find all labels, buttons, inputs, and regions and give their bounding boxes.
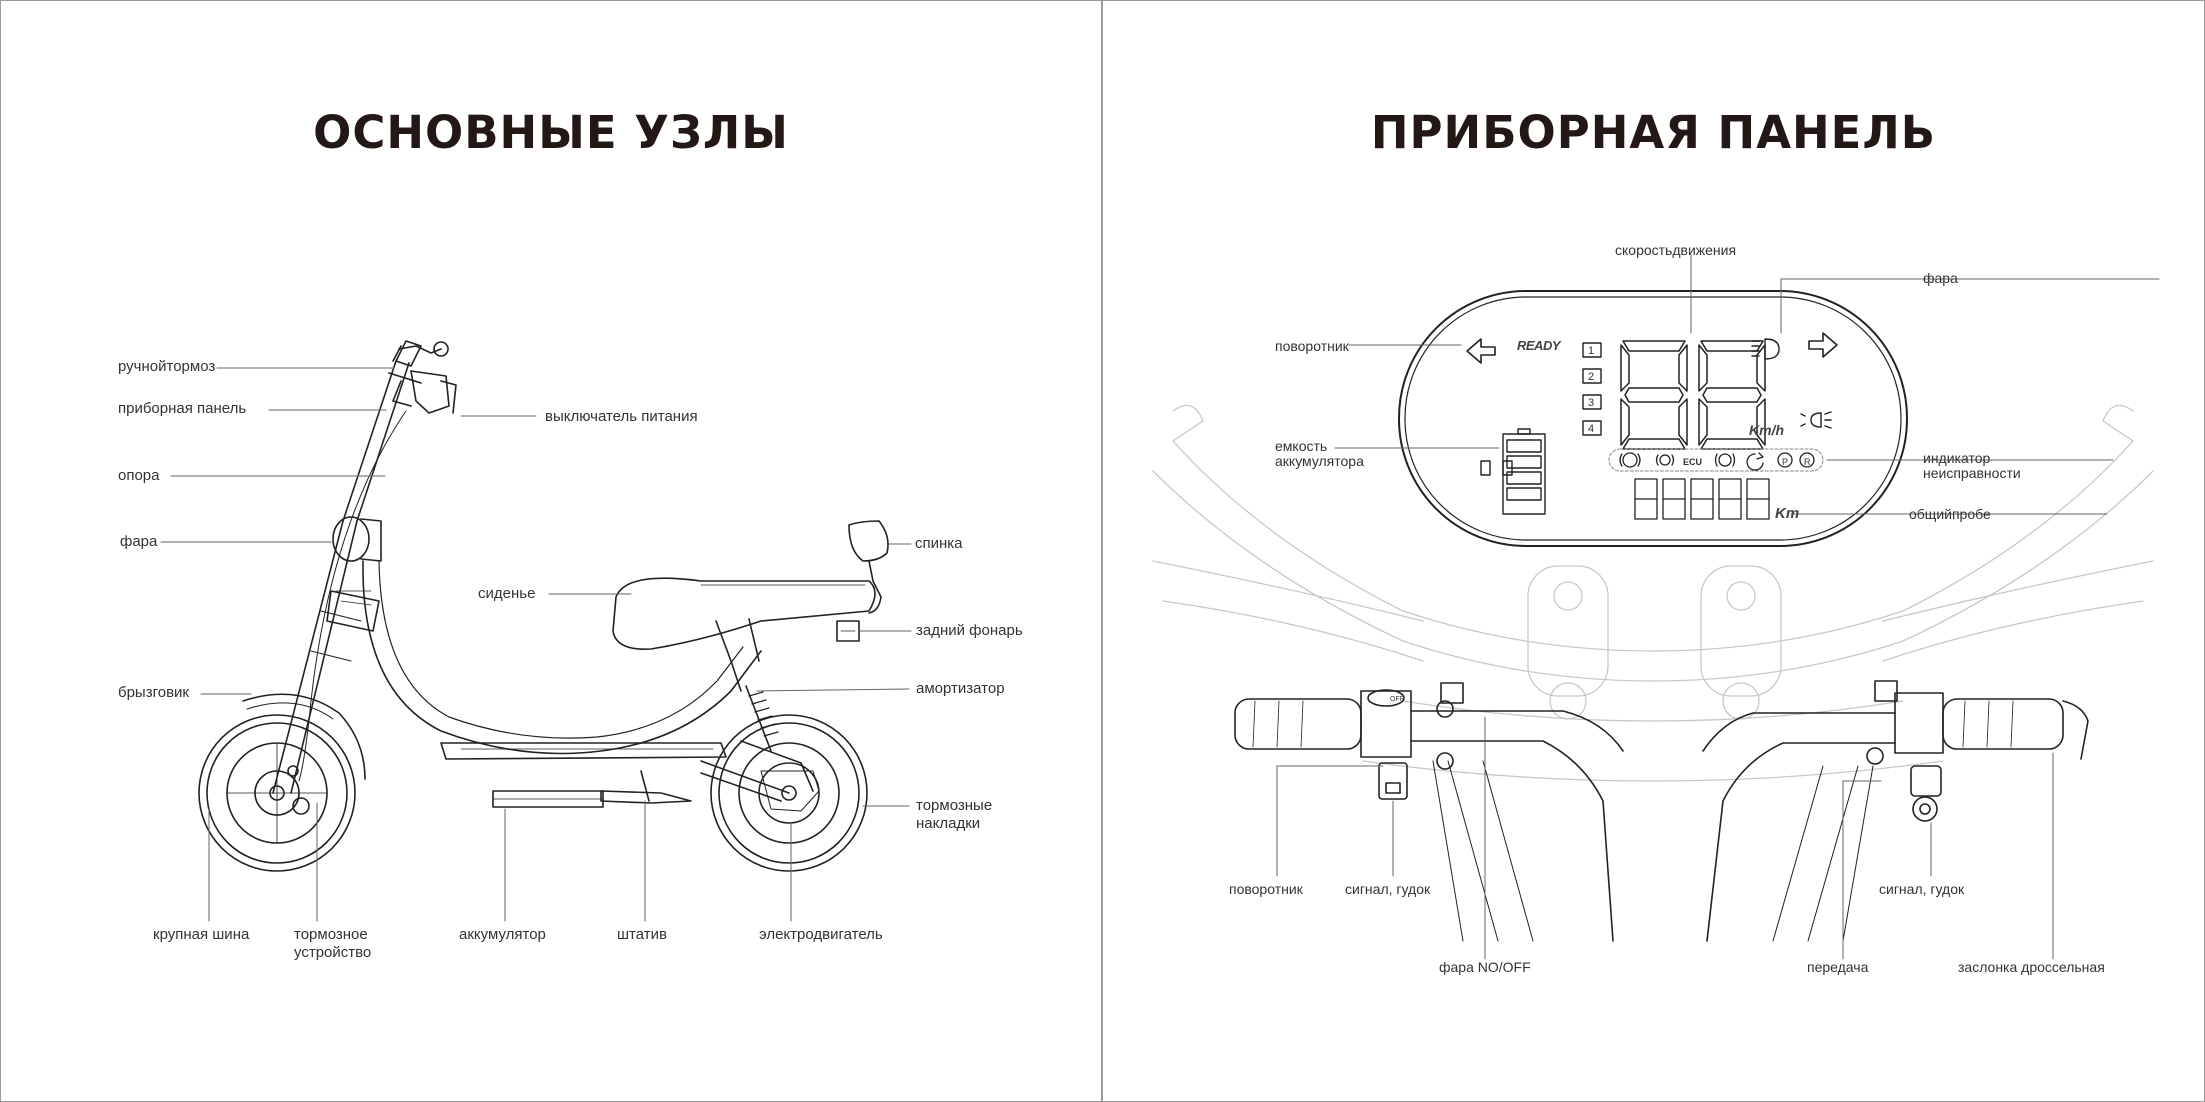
- label-fault-indicator: индикатор неисправности: [1923, 450, 2021, 481]
- label-brake-device: тормозное устройство: [294, 926, 372, 961]
- label-seat: сиденье: [478, 585, 536, 602]
- label-brake-pads: тормозные накладки: [916, 797, 993, 832]
- label-odometer: общийпробе: [1909, 506, 1991, 522]
- parking-indicator: P: [1782, 457, 1789, 467]
- front-mudguard: [242, 693, 366, 780]
- shock-absorber-shape: [745, 685, 772, 752]
- dashboard-drawing: [1152, 254, 2160, 960]
- label-turn-signal-bottom: поворотник: [1229, 881, 1303, 897]
- label-turn-signal: поворотник: [1275, 338, 1349, 354]
- speed-digit-outlines: [1620, 340, 1766, 450]
- right-page-title: ПРИБОРНАЯ ПАНЕЛЬ: [1370, 106, 1937, 159]
- right-page: ПРИБОРНАЯ ПАНЕЛЬ: [1102, 0, 2205, 1102]
- left-page: ОСНОВНЫЕ УЗЛЫ: [0, 0, 1102, 1102]
- label-backrest: спинка: [915, 535, 963, 552]
- reverse-indicator: R: [1804, 457, 1811, 467]
- label-horn-right: сигнал, гудок: [1879, 881, 1965, 897]
- ready-indicator: READY: [1517, 338, 1561, 353]
- right-handlebar-grip: [1702, 680, 2089, 942]
- label-horn-left: сигнал, гудок: [1345, 881, 1431, 897]
- gear-4: 4: [1588, 423, 1595, 435]
- label-speed: скоростьдвижения: [1615, 242, 1737, 258]
- gear-boxes: [1582, 342, 1602, 436]
- front-fork: [272, 520, 358, 794]
- speed-unit: Km/h: [1749, 422, 1784, 438]
- label-gear: передача: [1807, 959, 1869, 975]
- gear-3: 3: [1588, 397, 1595, 409]
- label-motor: электродвигатель: [759, 926, 883, 943]
- headlight-shape: [332, 516, 370, 562]
- odometer-digit-outlines: [1634, 478, 1770, 520]
- left-turn-arrow-icon: [1466, 338, 1496, 364]
- label-mudguard: брызговик: [118, 684, 189, 701]
- headlight-indicator-icon: [1751, 338, 1780, 360]
- display-housing: [1398, 290, 1908, 547]
- right-turn-arrow-icon: [1808, 332, 1838, 358]
- label-throttle: заслонка дроссельная: [1958, 959, 2105, 975]
- label-headlight: фара: [120, 533, 158, 550]
- scooter-drawing: [160, 340, 912, 922]
- label-headlight-switch: фара NO/OFF: [1439, 959, 1531, 975]
- label-battery-capacity: емкость аккумулятора: [1275, 438, 1364, 469]
- battery-level-indicator: [1480, 428, 1546, 515]
- left-handlebar-grip: [1234, 682, 1624, 942]
- odometer-unit: Km: [1775, 505, 1800, 522]
- label-power-switch: выключатель питания: [545, 408, 698, 425]
- label-tail-light: задний фонарь: [916, 622, 1023, 639]
- backrest-shape: [848, 520, 889, 562]
- ecu-indicator: ECU: [1683, 457, 1703, 467]
- gear-1: 1: [1588, 345, 1595, 357]
- gear-2: 2: [1588, 371, 1595, 383]
- scooter-body: [362, 560, 762, 755]
- switch-off-text: OFF: [1390, 696, 1404, 703]
- left-page-title: ОСНОВНЫЕ УЗЛЫ: [313, 106, 789, 159]
- label-hand-brake: ручнойтормоз: [118, 358, 216, 375]
- label-support: опора: [118, 467, 160, 484]
- odometer-digits: 88888: [1663, 481, 1666, 499]
- high-beam-icon: [1800, 411, 1832, 429]
- label-big-tire: крупная шина: [153, 926, 250, 943]
- front-wheel: [198, 714, 356, 872]
- speed-digits: 88: [1647, 331, 1648, 349]
- kickstand: [600, 790, 692, 804]
- label-dashboard: приборная панель: [118, 400, 247, 417]
- seat-shape: [612, 577, 876, 650]
- label-headlight: фара: [1923, 270, 1958, 286]
- label-battery: аккумулятор: [459, 926, 546, 943]
- fault-icons: [1619, 452, 1815, 471]
- rear-wheel: [710, 714, 868, 872]
- label-shock-absorber: амортизатор: [916, 680, 1005, 697]
- label-stand: штатив: [617, 926, 667, 943]
